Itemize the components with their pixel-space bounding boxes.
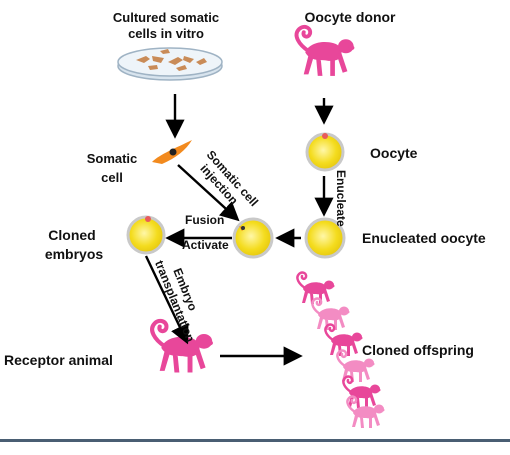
arrow-transplant bbox=[144, 255, 189, 345]
label-somatic-1: Somatic bbox=[87, 151, 138, 166]
label-cultured-2: cells in vitro bbox=[128, 26, 204, 41]
cloned-embryo-icon bbox=[126, 215, 166, 255]
bottom-rule bbox=[0, 439, 510, 442]
arrow-cell-injection bbox=[177, 164, 240, 222]
label-cultured-1: Cultured somatic bbox=[113, 10, 219, 25]
enucleated-oocyte-icon bbox=[304, 217, 346, 259]
label-enucleated-oocyte: Enucleated oocyte bbox=[362, 230, 486, 246]
label-cloned-embryos-1: Cloned bbox=[48, 227, 95, 243]
label-somatic-2: cell bbox=[101, 170, 123, 185]
label-oocyte: Oocyte bbox=[370, 145, 418, 161]
label-receptor-animal: Receptor animal bbox=[4, 352, 113, 368]
somatic-cell-icon bbox=[152, 140, 192, 164]
petri-dish-icon bbox=[117, 47, 223, 81]
label-cloned-embryos-2: embryos bbox=[45, 246, 104, 262]
label-oocyte-donor: Oocyte donor bbox=[304, 9, 396, 25]
label-cloned-offspring: Cloned offspring bbox=[362, 342, 474, 358]
label-fusion: Fusion bbox=[185, 213, 224, 227]
fused-oocyte-icon bbox=[232, 217, 274, 259]
monkey-icon bbox=[294, 24, 357, 78]
oocyte-icon bbox=[305, 132, 345, 172]
label-somatic-injection: Somatic cell injection bbox=[197, 148, 261, 209]
arrows bbox=[144, 94, 334, 366]
label-activate: Activate bbox=[182, 238, 229, 252]
label-enucleate: Enucleate bbox=[334, 170, 348, 227]
